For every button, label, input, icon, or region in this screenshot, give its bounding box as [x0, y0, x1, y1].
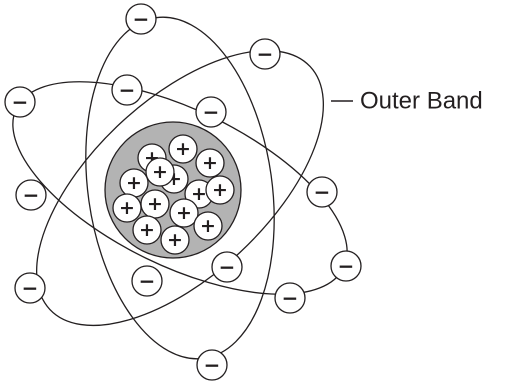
- electron-13-circle: [196, 349, 228, 381]
- electron-11-sign: −: [282, 286, 299, 310]
- electron-2-sign: −: [257, 42, 274, 66]
- electron-10-circle: [131, 265, 163, 297]
- electron-11-circle: [274, 282, 306, 314]
- electron-5-sign: −: [203, 100, 220, 124]
- electron-3-circle: [111, 74, 143, 106]
- proton-10-circle: [169, 198, 199, 228]
- electron-1-sign: −: [133, 7, 150, 31]
- electron-13-sign: −: [204, 353, 221, 377]
- electron-4: −: [4, 86, 36, 118]
- protons: ++++++++++++++: [112, 134, 235, 255]
- proton-11: +: [193, 211, 223, 241]
- callout-label: Outer Band: [360, 88, 483, 115]
- proton-1-circle: [168, 134, 198, 164]
- electron-7-sign: −: [23, 183, 40, 207]
- proton-12: +: [132, 215, 162, 245]
- proton-7: +: [205, 175, 235, 205]
- electron-8-sign: −: [338, 254, 355, 278]
- electron-10-sign: −: [139, 269, 156, 293]
- proton-10-sign: +: [176, 202, 192, 224]
- proton-7-circle: [205, 175, 235, 205]
- proton-11-sign: +: [200, 215, 216, 237]
- proton-4-sign: +: [126, 172, 142, 194]
- electron-3: −: [111, 74, 143, 106]
- proton-14: +: [145, 157, 175, 187]
- electron-5-circle: [195, 96, 227, 128]
- proton-3-circle: [195, 148, 225, 178]
- proton-13-circle: [160, 225, 190, 255]
- proton-12-sign: +: [139, 219, 155, 241]
- electron-4-circle: [4, 86, 36, 118]
- proton-4: +: [119, 168, 149, 198]
- electron-12: −: [14, 272, 46, 304]
- electron-4-sign: −: [12, 90, 29, 114]
- electron-2-circle: [249, 38, 281, 70]
- proton-13: +: [160, 225, 190, 255]
- electron-13: −: [196, 349, 228, 381]
- proton-3-sign: +: [202, 152, 218, 174]
- electron-8: −: [330, 250, 362, 282]
- electron-12-sign: −: [22, 276, 39, 300]
- electron-6-circle: [306, 176, 338, 208]
- electron-8-circle: [330, 250, 362, 282]
- proton-1-sign: +: [175, 138, 191, 160]
- proton-8: +: [112, 193, 142, 223]
- proton-7-sign: +: [212, 179, 228, 201]
- proton-9: +: [140, 189, 170, 219]
- electron-1-circle: [125, 3, 157, 35]
- proton-3: +: [195, 148, 225, 178]
- electron-3-sign: −: [119, 78, 136, 102]
- electron-6-sign: −: [314, 180, 331, 204]
- electron-9-circle: [211, 251, 243, 283]
- proton-14-circle: [145, 157, 175, 187]
- electron-7-circle: [15, 179, 47, 211]
- electron-1: −: [125, 3, 157, 35]
- nucleus: ++++++++++++++: [104, 121, 242, 259]
- proton-1: +: [168, 134, 198, 164]
- outer-band-callout: Outer Band: [331, 88, 483, 115]
- orbit-tilted-up: [36, 49, 324, 327]
- proton-11-circle: [193, 211, 223, 241]
- proton-10: +: [169, 198, 199, 228]
- proton-6-sign: +: [191, 183, 207, 205]
- proton-12-circle: [132, 215, 162, 245]
- electron-10: −: [131, 265, 163, 297]
- proton-9-sign: +: [147, 193, 163, 215]
- electron-7: −: [15, 179, 47, 211]
- electron-11: −: [274, 282, 306, 314]
- electrons: − − − − − − − − − − − − −: [4, 3, 362, 381]
- electron-12-circle: [14, 272, 46, 304]
- electron-5: −: [195, 96, 227, 128]
- proton-13-sign: +: [167, 229, 183, 251]
- proton-14-sign: +: [152, 161, 168, 183]
- electron-9-sign: −: [219, 255, 236, 279]
- electron-6: −: [306, 176, 338, 208]
- proton-8-sign: +: [119, 197, 135, 219]
- electron-9: −: [211, 251, 243, 283]
- electron-2: −: [249, 38, 281, 70]
